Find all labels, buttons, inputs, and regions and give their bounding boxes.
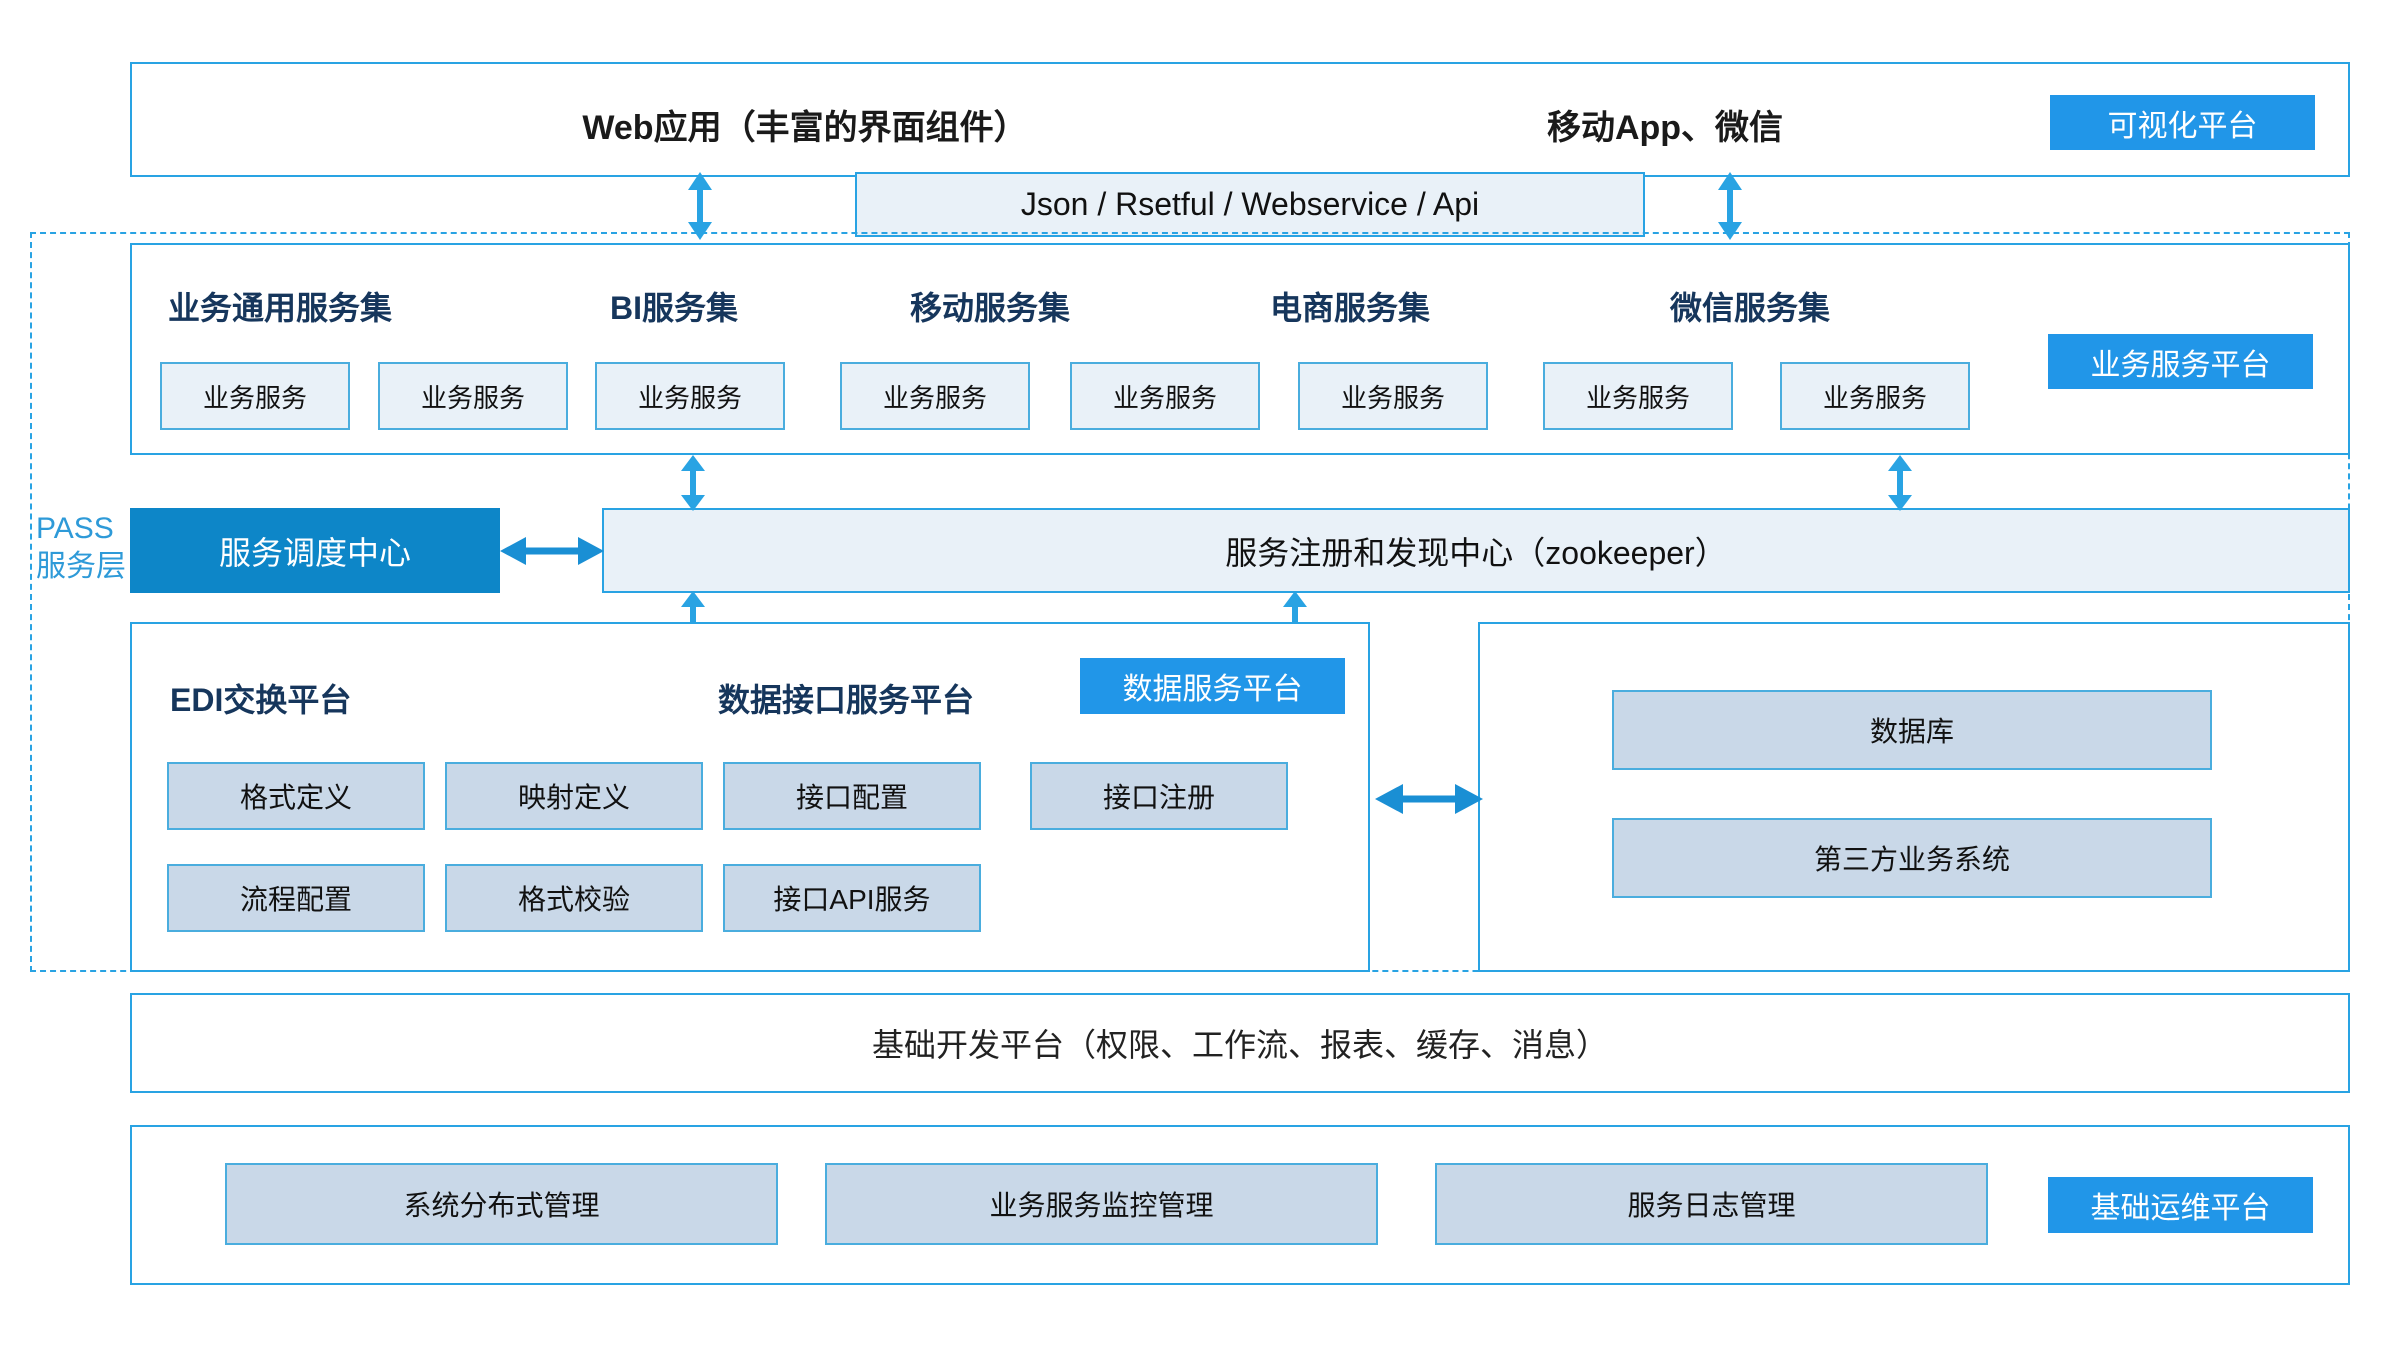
business-service-box[interactable]: 业务服务 xyxy=(840,362,1030,430)
pass-layer-label: PASS 服务层 xyxy=(36,510,176,585)
business-service-box[interactable]: 业务服务 xyxy=(160,362,350,430)
arrow-data-to-storage xyxy=(1375,784,1483,814)
interface-box-api-service[interactable]: 接口API服务 xyxy=(723,864,981,932)
web-app-label: Web应用（丰富的界面组件） xyxy=(582,109,1028,147)
pass-layer-label-line1: PASS xyxy=(36,512,114,545)
service-registry-center-bar: 服务注册和发现中心（zookeeper） xyxy=(602,508,2350,593)
ops-box-service-log[interactable]: 服务日志管理 xyxy=(1435,1163,1988,1245)
interface-box-config[interactable]: 接口配置 xyxy=(723,762,981,830)
base-dev-platform-label: 基础开发平台（权限、工作流、报表、缓存、消息） xyxy=(871,1027,1608,1063)
presentation-layer-panel xyxy=(130,62,2350,177)
arrow-dispatch-to-registry xyxy=(500,537,604,565)
api-protocol-bar: Json / Rsetful / Webservice / Api xyxy=(855,172,1645,237)
third-party-system-box[interactable]: 第三方业务系统 xyxy=(1612,818,2212,898)
ops-platform-badge[interactable]: 基础运维平台 xyxy=(2048,1177,2313,1233)
arrow-web-to-api xyxy=(688,172,712,240)
business-service-box[interactable]: 业务服务 xyxy=(1543,362,1733,430)
business-service-box[interactable]: 业务服务 xyxy=(595,362,785,430)
arrow-mobile-to-api xyxy=(1718,172,1742,240)
base-dev-platform-panel xyxy=(130,993,2350,1093)
ops-box-service-monitoring[interactable]: 业务服务监控管理 xyxy=(825,1163,1378,1245)
service-group-title-mobile: 移动服务集 xyxy=(910,290,1071,326)
edi-platform-title: EDI交换平台 xyxy=(170,682,352,718)
data-service-platform-badge[interactable]: 数据服务平台 xyxy=(1080,658,1345,714)
visualization-platform-badge[interactable]: 可视化平台 xyxy=(2050,95,2315,150)
arrow-services-to-registry-right xyxy=(1888,455,1912,511)
edi-box-process-config[interactable]: 流程配置 xyxy=(167,864,425,932)
business-service-box[interactable]: 业务服务 xyxy=(378,362,568,430)
storage-systems-panel xyxy=(1478,622,2350,972)
business-service-box[interactable]: 业务服务 xyxy=(1070,362,1260,430)
pass-layer-label-line2: 服务层 xyxy=(36,549,126,583)
service-group-title-bi: BI服务集 xyxy=(610,290,739,326)
edi-box-mapping-definition[interactable]: 映射定义 xyxy=(445,762,703,830)
ops-box-distributed-management[interactable]: 系统分布式管理 xyxy=(225,1163,778,1245)
service-group-title-general: 业务通用服务集 xyxy=(168,290,393,326)
data-interface-platform-title: 数据接口服务平台 xyxy=(718,682,975,718)
business-service-box[interactable]: 业务服务 xyxy=(1298,362,1488,430)
edi-box-format-validation[interactable]: 格式校验 xyxy=(445,864,703,932)
arrow-services-to-registry-left xyxy=(681,455,705,511)
service-group-title-wechat: 微信服务集 xyxy=(1670,290,1831,326)
business-service-platform-badge[interactable]: 业务服务平台 xyxy=(2048,334,2313,389)
interface-box-register[interactable]: 接口注册 xyxy=(1030,762,1288,830)
service-group-title-ecommerce: 电商服务集 xyxy=(1270,290,1431,326)
edi-box-format-definition[interactable]: 格式定义 xyxy=(167,762,425,830)
database-box[interactable]: 数据库 xyxy=(1612,690,2212,770)
service-dispatch-center-block[interactable]: 服务调度中心 xyxy=(130,508,500,593)
mobile-app-label: 移动App、微信 xyxy=(1546,109,1784,147)
business-service-box[interactable]: 业务服务 xyxy=(1780,362,1970,430)
